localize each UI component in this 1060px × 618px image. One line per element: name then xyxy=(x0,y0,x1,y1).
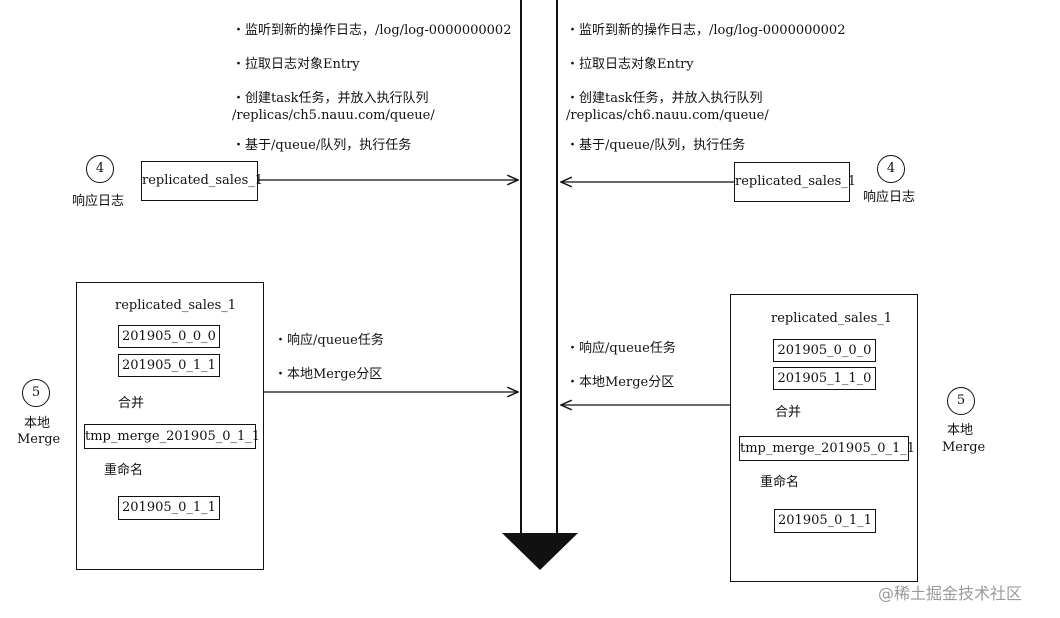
right-step4-table-box: replicated_sales_1 xyxy=(734,162,856,202)
left-note-fetch-entry: ・拉取日志对象Entry xyxy=(232,57,360,72)
left-rename-label: 重命名 xyxy=(104,463,144,478)
left-note-create-task: ・创建task任务，并放入执行队列 xyxy=(232,91,429,106)
left-merge-note-respond: ・响应/queue任务 xyxy=(274,333,384,348)
right-result-part: 201905_0_1_1 xyxy=(774,509,876,533)
right-part-1: 201905_1_1_0 xyxy=(773,367,876,390)
left-step5-label-local: 本地 xyxy=(24,416,51,431)
left-merge-label: 合并 xyxy=(118,396,145,411)
right-merge-note-local: ・本地Merge分区 xyxy=(566,375,675,390)
right-panel-table-name: replicated_sales_1 xyxy=(771,311,893,326)
right-merge-note-respond: ・响应/queue任务 xyxy=(566,341,676,356)
left-note-listen-log: ・监听到新的操作日志，/log/log-0000000002 xyxy=(232,23,512,38)
left-merge-note-local: ・本地Merge分区 xyxy=(274,367,383,382)
left-step5-number: 5 xyxy=(22,379,50,407)
right-note-create-task: ・创建task任务，并放入执行队列 xyxy=(566,91,763,106)
left-note-execute-task: ・基于/queue/队列，执行任务 xyxy=(232,138,412,153)
timeline-right-line xyxy=(556,0,558,536)
left-step5-label-merge: Merge xyxy=(17,432,61,447)
right-part-0: 201905_0_0_0 xyxy=(773,339,876,362)
watermark: @稀土掘金技术社区 xyxy=(878,584,1023,603)
left-tmp-merge-part: tmp_merge_201905_0_1_1 xyxy=(84,424,260,449)
right-merge-label: 合并 xyxy=(775,405,802,420)
left-step4-label: 响应日志 xyxy=(72,194,125,209)
timeline-left-line xyxy=(520,0,522,536)
right-step5-label-merge: Merge xyxy=(942,440,986,455)
right-note-execute-task: ・基于/queue/队列，执行任务 xyxy=(566,138,746,153)
timeline-arrowhead xyxy=(502,533,578,570)
right-note-listen-log: ・监听到新的操作日志，/log/log-0000000002 xyxy=(566,23,846,38)
left-step4-number: 4 xyxy=(86,155,114,183)
right-rename-label: 重命名 xyxy=(760,475,800,490)
right-step5-label-local: 本地 xyxy=(947,423,974,438)
left-note-queue-path: /replicas/ch5.nauu.com/queue/ xyxy=(232,108,435,123)
left-result-part: 201905_0_1_1 xyxy=(118,496,220,520)
left-part-1: 201905_0_1_1 xyxy=(118,354,220,377)
left-panel-table-name: replicated_sales_1 xyxy=(115,298,237,313)
right-step5-number: 5 xyxy=(947,387,975,415)
left-part-0: 201905_0_0_0 xyxy=(118,325,220,348)
right-note-queue-path: /replicas/ch6.nauu.com/queue/ xyxy=(566,108,769,123)
left-step4-table-box: replicated_sales_1 xyxy=(141,161,263,201)
right-tmp-merge-part: tmp_merge_201905_0_1_1 xyxy=(739,436,915,461)
right-step4-number: 4 xyxy=(877,155,905,183)
right-note-fetch-entry: ・拉取日志对象Entry xyxy=(566,57,694,72)
right-step4-label: 响应日志 xyxy=(863,190,916,205)
